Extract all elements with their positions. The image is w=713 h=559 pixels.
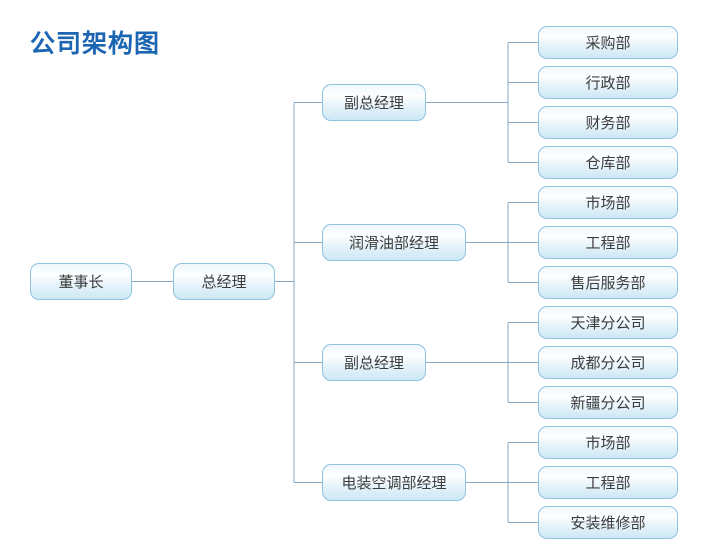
node-dept-2-0: 天津分公司 <box>538 306 678 339</box>
node-dept-0-1: 行政部 <box>538 66 678 99</box>
page-title: 公司架构图 <box>30 30 161 58</box>
node-dept-2-2: 新疆分公司 <box>538 386 678 419</box>
node-dept-3-2: 安装维修部 <box>538 506 678 539</box>
node-dept-3-1: 工程部 <box>538 466 678 499</box>
node-general-manager: 总经理 <box>173 263 275 300</box>
node-chairman: 董事长 <box>30 263 132 300</box>
node-dept-2-1: 成都分公司 <box>538 346 678 379</box>
node-dept-1-1: 工程部 <box>538 226 678 259</box>
node-dept-0-2: 财务部 <box>538 106 678 139</box>
node-manager-0: 副总经理 <box>322 84 426 121</box>
node-dept-1-2: 售后服务部 <box>538 266 678 299</box>
node-manager-3: 电装空调部经理 <box>322 464 466 501</box>
node-dept-1-0: 市场部 <box>538 186 678 219</box>
node-dept-0-3: 仓库部 <box>538 146 678 179</box>
node-dept-0-0: 采购部 <box>538 26 678 59</box>
node-manager-1: 润滑油部经理 <box>322 224 466 261</box>
node-manager-2: 副总经理 <box>322 344 426 381</box>
node-dept-3-0: 市场部 <box>538 426 678 459</box>
